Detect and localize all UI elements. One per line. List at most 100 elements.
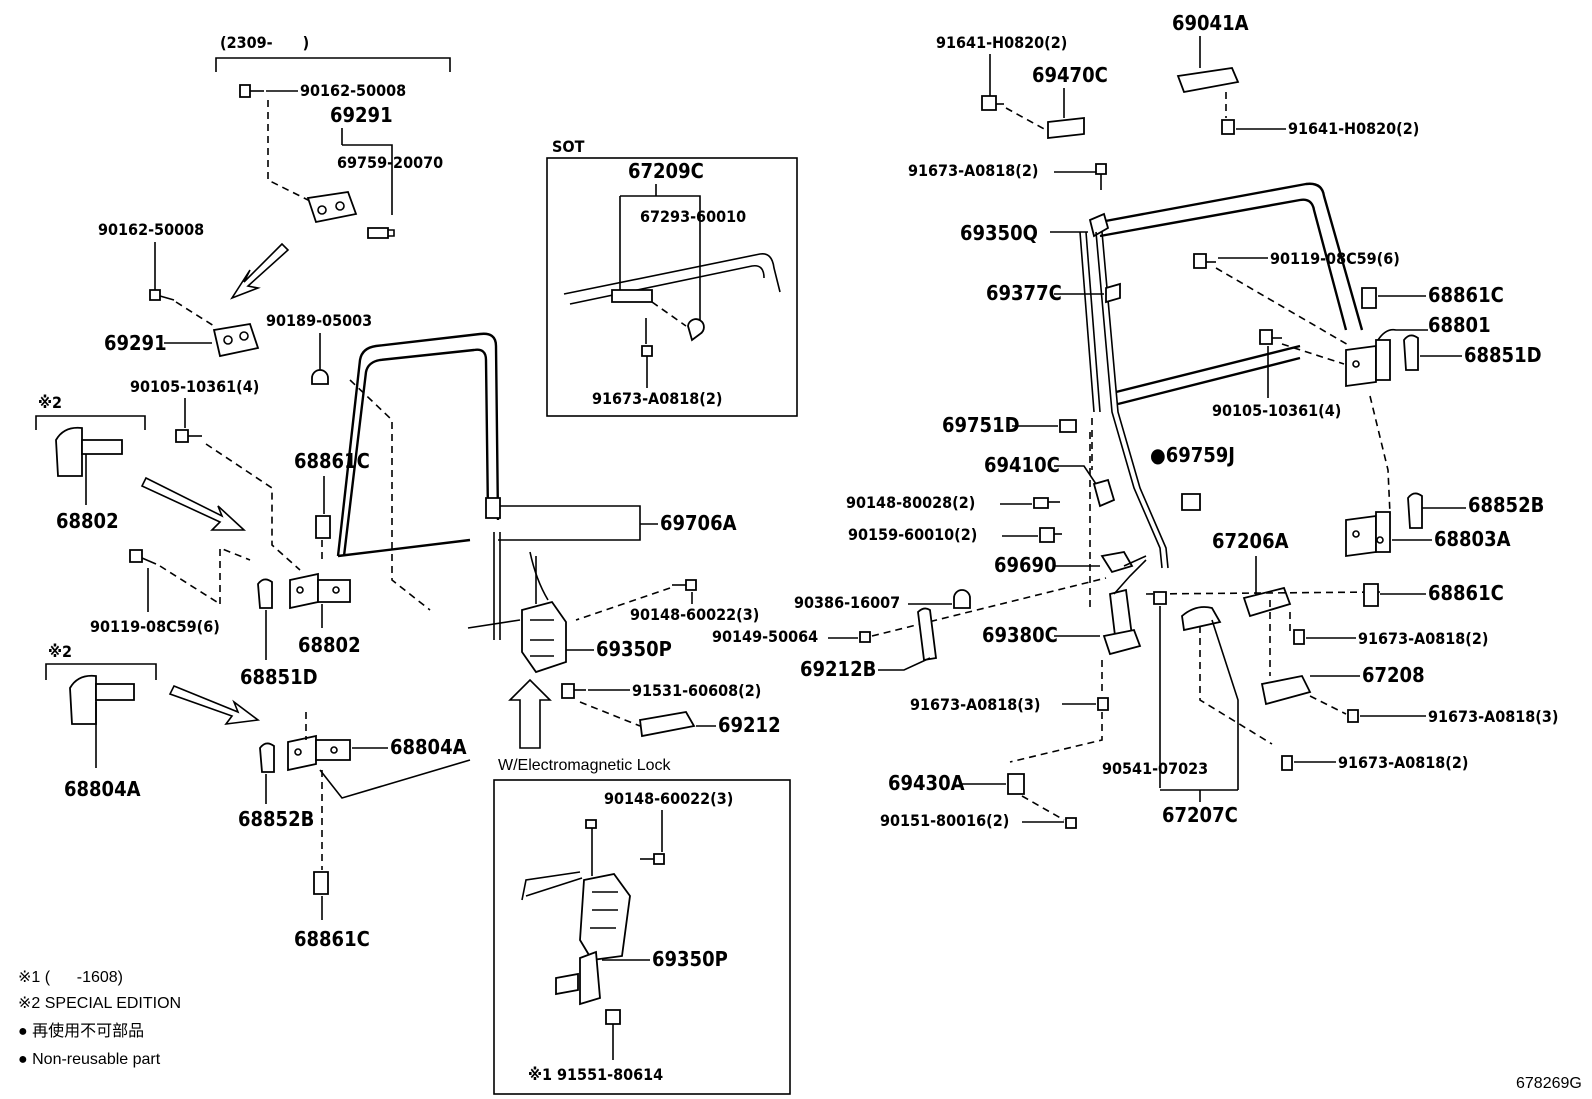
callout-69041a: 69041A — [1172, 11, 1249, 35]
bolt-icon — [1153, 591, 1167, 605]
control-rod — [1095, 231, 1163, 569]
callout-68851d-left: 68851D — [240, 665, 318, 689]
nut-icon — [1039, 527, 1062, 543]
screw-icon — [640, 853, 665, 865]
callout-69706a: 69706A — [660, 511, 737, 535]
hinge-icon — [1345, 339, 1391, 388]
bolt-icon — [561, 683, 586, 699]
striker-icon — [1242, 586, 1292, 618]
callout-68802-a: 68802 — [56, 509, 119, 533]
callout-91641-a: 91641-H0820(2) — [936, 33, 1067, 52]
callout-69291-mid: 69291 — [104, 331, 167, 355]
callout-69350q: 69350Q — [960, 221, 1038, 245]
door-frame — [336, 332, 500, 557]
striker-plate-icon — [1260, 674, 1312, 706]
bolt-icon — [239, 84, 264, 98]
special-edition-mark-a: ※2 — [38, 393, 62, 412]
hinge-plate-icon — [306, 191, 358, 224]
callout-69430a: 69430A — [888, 771, 965, 795]
legend-note-2: ※2 SPECIAL EDITION — [18, 995, 181, 1012]
callout-90119-right: 90119-08C59(6) — [1270, 249, 1400, 268]
callout-69380c: 69380C — [982, 623, 1058, 647]
clip-icon — [485, 497, 501, 519]
callout-91641-b: 91641-H0820(2) — [1288, 119, 1419, 138]
arrow-icon — [230, 242, 290, 300]
callout-68861c-c: 68861C — [1428, 283, 1504, 307]
callout-90119-left: 90119-08C59(6) — [90, 617, 220, 636]
special-edition-mark-b: ※2 — [48, 642, 72, 661]
hinge-plate-icon — [212, 322, 260, 358]
grommet-icon — [1059, 419, 1077, 433]
bolt-icon — [641, 345, 653, 366]
screw-icon — [1033, 497, 1060, 509]
figure-id: 678269G — [1516, 1075, 1582, 1092]
callout-91551: ※1 91551-80614 — [528, 1065, 663, 1084]
bolt-icon — [605, 1009, 621, 1040]
bushing-icon — [953, 589, 971, 609]
callout-69410c: 69410C — [984, 453, 1060, 477]
bolt-icon — [1347, 709, 1359, 723]
bolt-icon — [1293, 629, 1305, 645]
callout-67209c: 67209C — [628, 159, 704, 183]
callout-69690: 69690 — [994, 553, 1057, 577]
arrow-icon — [140, 476, 247, 531]
header-bracket-label: (2309- ) — [220, 33, 309, 52]
callout-90541: 90541-07023 — [1102, 759, 1208, 778]
callout-69377c: 69377C — [986, 281, 1062, 305]
callout-91673-e: 91673-A0818(2) — [1338, 753, 1468, 772]
callout-69759: 69759-20070 — [337, 153, 443, 172]
bracket-icon — [1047, 116, 1085, 140]
clip-icon — [1361, 287, 1377, 309]
clip-icon — [1363, 583, 1379, 607]
bracket-icon — [1007, 773, 1025, 795]
callout-69751d: 69751D — [942, 413, 1020, 437]
arrow-icon — [168, 684, 261, 726]
em-lock-box — [493, 779, 791, 1095]
callout-90386: 90386-16007 — [794, 593, 900, 612]
callout-90148-a: 90148-60022(3) — [630, 605, 759, 624]
door-lock-assembly — [521, 819, 631, 1006]
callout-91673-a: 91673-A0818(2) — [908, 161, 1038, 180]
callout-68803a: 68803A — [1434, 527, 1511, 551]
bolt-icon — [981, 95, 1004, 111]
callout-90159: 90159-60010(2) — [848, 525, 977, 544]
callout-68801: 68801 — [1428, 313, 1491, 337]
callout-69291-top: 69291 — [330, 103, 393, 127]
callout-68861c-d: 68861C — [1428, 581, 1504, 605]
pin-icon — [259, 742, 275, 773]
pin-icon — [257, 578, 273, 609]
hinge-icon — [287, 734, 351, 772]
bolt-icon — [1221, 119, 1235, 135]
legend-note-1: ※1 ( -1608) — [18, 969, 123, 986]
door-lock-assembly — [467, 532, 567, 674]
cap-icon — [687, 318, 705, 342]
bracket-icon — [611, 289, 653, 303]
bolt-icon — [1193, 253, 1216, 269]
bolt-icon — [149, 289, 175, 301]
callout-69350p-b: 69350P — [652, 947, 728, 971]
hinge-icon — [1345, 511, 1391, 558]
lever-icon — [1181, 606, 1222, 632]
legend-note-4: ● Non-reusable part — [18, 1051, 161, 1068]
callout-69350p-a: 69350P — [596, 637, 672, 661]
callout-68861c-a: 68861C — [294, 449, 370, 473]
callout-68802-b: 68802 — [298, 633, 361, 657]
screw-icon — [1065, 817, 1077, 829]
legend-note-3: ● 再使用不可部品 — [18, 1022, 144, 1040]
screw-icon — [672, 579, 697, 591]
bolt-icon — [1259, 329, 1282, 345]
callout-91673-c: 91673-A0818(3) — [910, 695, 1040, 714]
callout-90189: 90189-05003 — [266, 311, 372, 330]
callout-68804a-b: 68804A — [64, 777, 141, 801]
callout-69470c: 69470C — [1032, 63, 1108, 87]
clip-icon — [367, 227, 395, 239]
callout-90105-left: 90105-10361(4) — [130, 377, 259, 396]
lever-icon — [1100, 551, 1134, 574]
cap-icon — [1181, 493, 1201, 511]
up-arrow-icon — [508, 678, 552, 749]
callout-91673-d: 91673-A0818(3) — [1428, 707, 1558, 726]
clip-icon — [859, 631, 871, 643]
bolt-icon — [1097, 697, 1109, 711]
callout-69212: 69212 — [718, 713, 781, 737]
